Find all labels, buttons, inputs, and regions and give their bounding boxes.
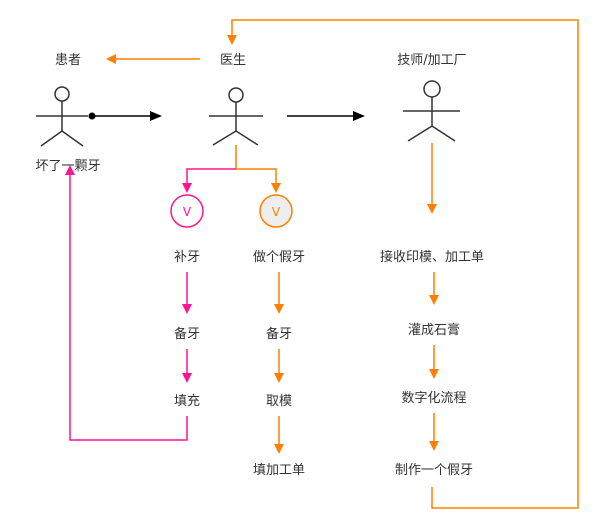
step-fill-tooth-1: 备牙 [174, 326, 200, 342]
decision-make-denture: V [259, 194, 293, 228]
decision-fill-tooth: V [170, 194, 204, 228]
actor-doctor [209, 87, 263, 146]
edge-fill-back-to-patient [65, 165, 188, 441]
edge-to-denture-decision [236, 168, 281, 193]
actor-title-doctor: 医生 [220, 53, 246, 68]
actor-head [228, 87, 244, 103]
actor-caption-patient: 坏了一颗牙 [35, 159, 100, 174]
step-denture-3: 填加工单 [253, 463, 305, 478]
actor-technician [403, 80, 460, 142]
step-fill-tooth-2: 填充 [174, 393, 200, 409]
actor-title-patient: 患者 [55, 53, 81, 68]
step-lab-0: 接收印模、加工单 [380, 249, 484, 265]
edge-to-fill-tooth-decision [182, 168, 236, 193]
decision-symbol: V [183, 205, 192, 219]
step-lab-2: 数字化流程 [401, 391, 466, 406]
actor-head [54, 86, 70, 102]
edge-lab-to-doctor-loop [227, 19, 579, 509]
actor-head [423, 80, 441, 98]
step-denture-2: 取模 [266, 394, 292, 409]
decision-symbol: V [272, 205, 281, 219]
step-lab-1: 灌成石膏 [408, 322, 460, 338]
actor-title-technician: 技师/加工厂 [397, 53, 466, 68]
step-denture-0: 做个假牙 [253, 250, 305, 265]
actor-patient [36, 86, 88, 147]
step-denture-1: 备牙 [266, 326, 292, 342]
step-lab-3: 制作一个假牙 [395, 463, 473, 478]
step-fill-tooth-0: 补牙 [174, 250, 200, 265]
